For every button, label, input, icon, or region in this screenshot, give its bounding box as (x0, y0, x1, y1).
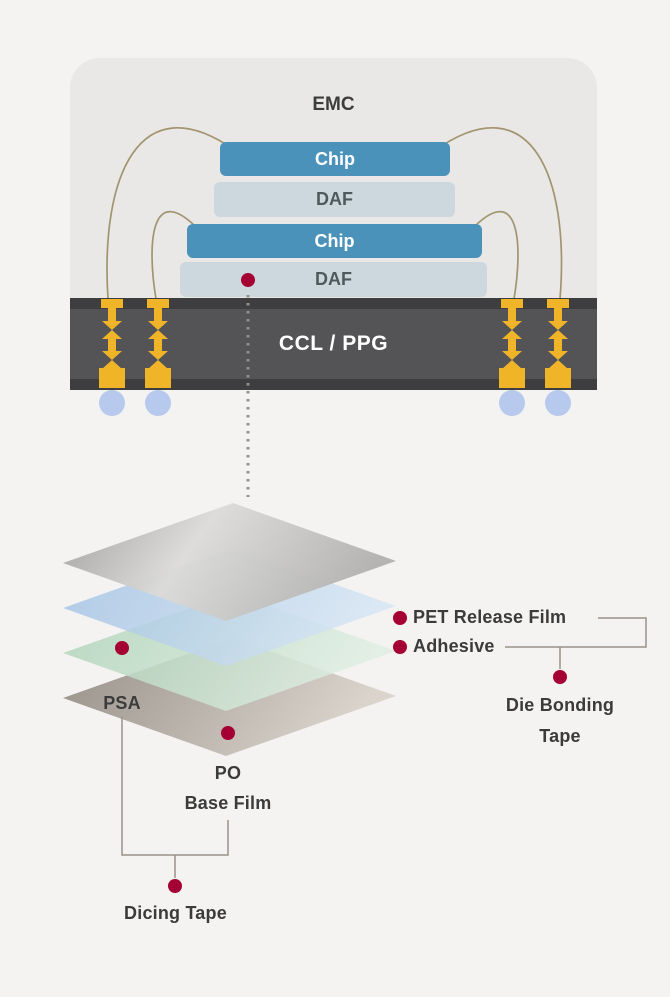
pet-marker-dot (393, 611, 407, 625)
bottom-chip-label: Chip (314, 230, 355, 251)
layer-pet-release-film (63, 503, 396, 621)
po-label-line2: Base Film (184, 793, 272, 813)
po-marker-dot (221, 726, 235, 740)
layer-adhesive (63, 548, 396, 666)
emc-label: EMC (312, 94, 355, 115)
die-bonding-tape-label: Die Bonding Tape (487, 690, 633, 752)
po-label-line1: PO (214, 763, 242, 783)
bottom-chip: Chip (187, 224, 482, 258)
top-daf-label: DAF (316, 189, 353, 209)
bottom-daf-label: DAF (315, 269, 352, 289)
po-base-film-label: PO Base Film (158, 758, 298, 818)
psa-marker-dot (115, 641, 129, 655)
pet-release-film-label: PET Release Film (413, 607, 567, 627)
top-chip: Chip (220, 142, 450, 176)
substrate-label: CCL / PPG (278, 332, 389, 355)
dicing-tape-label: Dicing Tape (124, 903, 227, 923)
die-bonding-label-line2: Tape (539, 726, 581, 746)
psa-label: PSA (103, 693, 141, 713)
die-bonding-label-line1: Die Bonding (505, 695, 615, 715)
solder-ball-icon (545, 390, 571, 416)
adhesive-marker-dot (393, 640, 407, 654)
substrate-ccl-ppg: CCL / PPG (70, 298, 597, 390)
bottom-daf: DAF (180, 262, 487, 297)
top-daf: DAF (214, 182, 455, 217)
solder-ball-icon (99, 390, 125, 416)
top-chip-label: Chip (315, 148, 355, 169)
adhesive-label: Adhesive (413, 636, 495, 656)
die-bonding-marker-dot (553, 670, 567, 684)
dicing-marker-dot (168, 879, 182, 893)
solder-ball-icon (499, 390, 525, 416)
solder-ball-icon (145, 390, 171, 416)
